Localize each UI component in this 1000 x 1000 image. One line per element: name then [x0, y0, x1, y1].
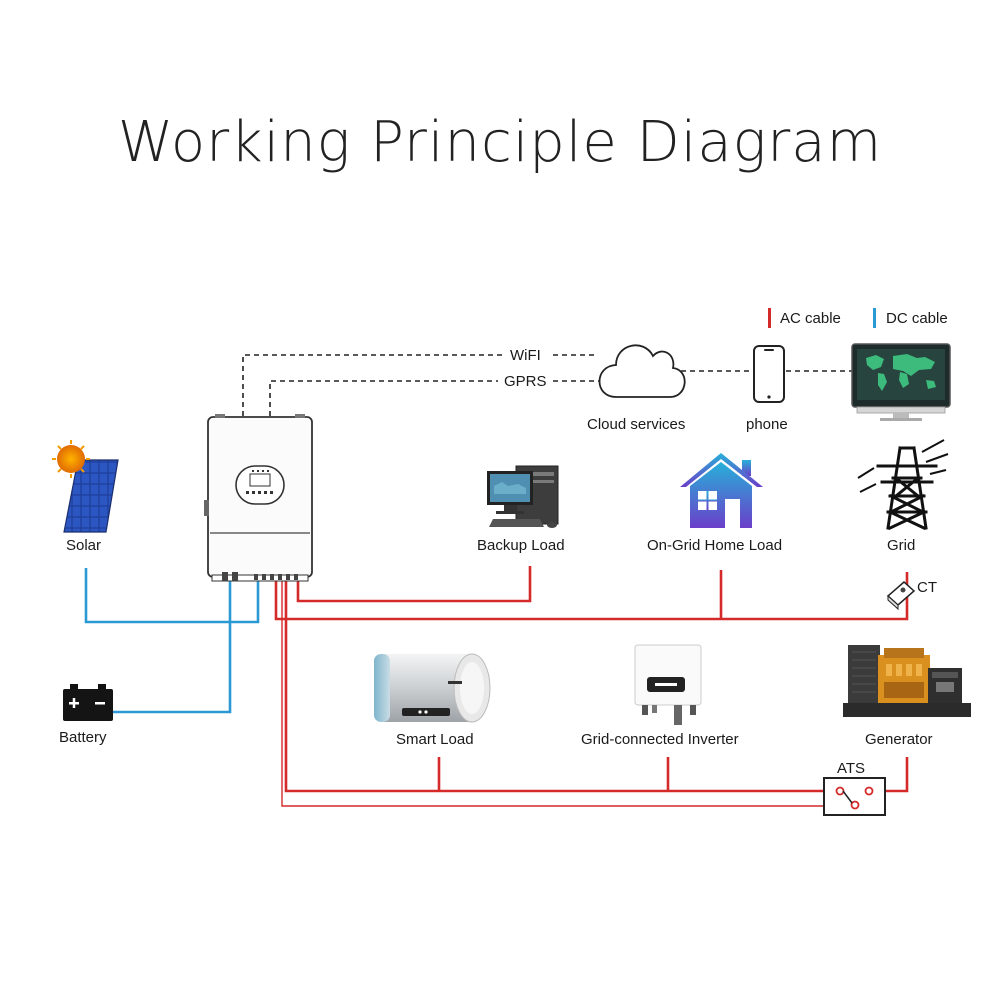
ats-label: ATS: [837, 760, 866, 777]
gprs-label: GPRS: [504, 373, 547, 390]
battery-label: Battery: [59, 729, 107, 746]
ats-switch: [823, 777, 886, 816]
solar-label: Solar: [66, 537, 102, 554]
ct-label: CT: [917, 579, 937, 596]
generator-label: Generator: [865, 731, 933, 748]
wifi-label: WiFI: [510, 347, 541, 364]
cloud-services-label: Cloud services: [587, 416, 686, 433]
dc-cables: [84, 568, 260, 714]
grid-inverter-label: Grid-connected Inverter: [581, 731, 739, 748]
home-load-label: On-Grid Home Load: [647, 537, 783, 554]
battery-dc-cable: [112, 578, 232, 714]
backup-load-cable: [296, 566, 532, 603]
grid-label: Grid: [887, 537, 916, 554]
generator-cable: [885, 757, 909, 793]
wifi-line-left: [242, 354, 505, 416]
dc-legend-swatch: [873, 308, 876, 328]
ats-load-cable: [284, 578, 825, 793]
dc-legend-label: DC cable: [886, 310, 948, 327]
grid-cable: [274, 572, 909, 621]
ac-legend-label: AC cable: [780, 310, 841, 327]
backup-load-label: Backup Load: [477, 537, 565, 554]
ac-legend-swatch: [768, 308, 771, 328]
comm-links: [242, 354, 856, 416]
smart-load-label: Smart Load: [396, 731, 474, 748]
gprs-line-left: [269, 380, 498, 416]
ats-bypass-cable: [281, 578, 825, 807]
page-title: Working Principle Diagram: [117, 110, 883, 175]
phone-label: phone: [746, 416, 788, 433]
solar-dc-cable: [84, 568, 260, 624]
ac-cables: [274, 566, 909, 807]
